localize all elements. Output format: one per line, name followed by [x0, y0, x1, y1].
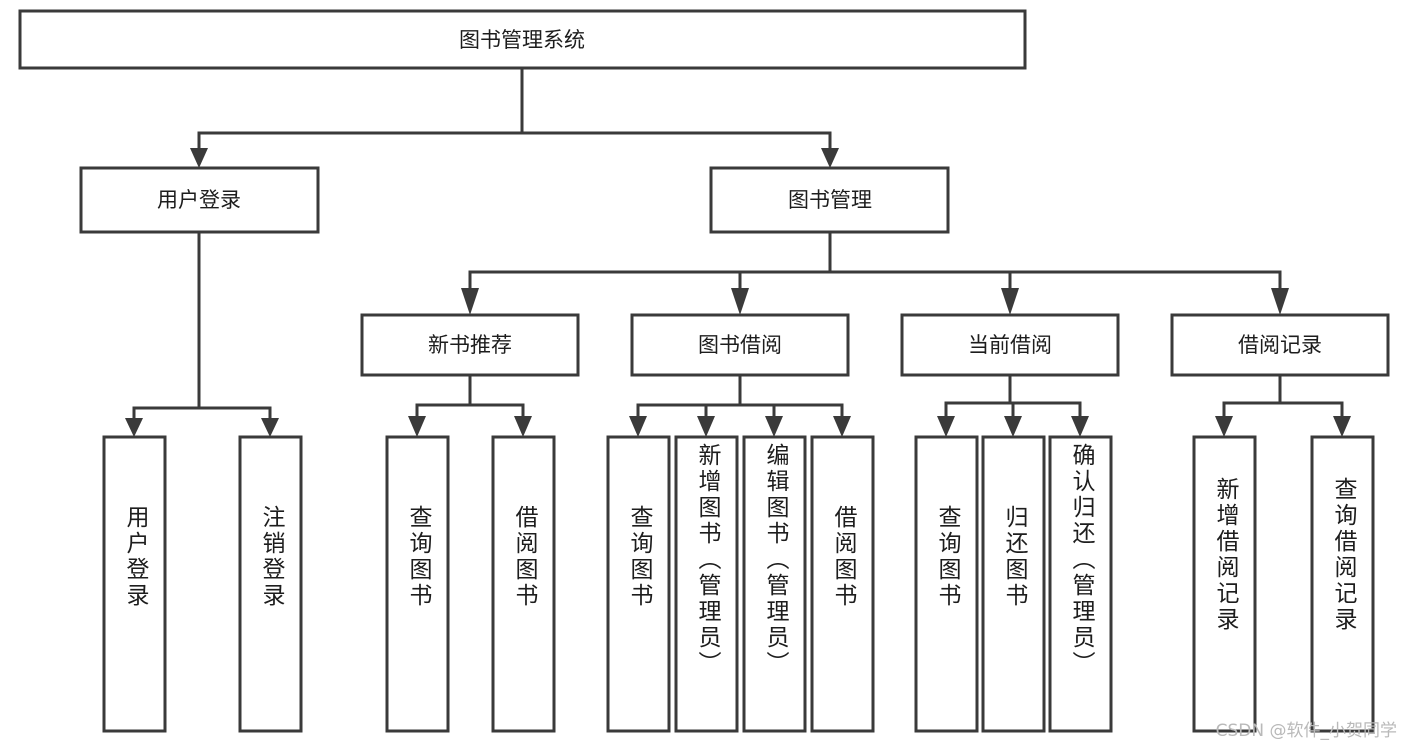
leaf-box-add-book[interactable]: [674, 435, 739, 733]
arrow-head-icon: [821, 148, 839, 168]
arrow-head-icon: [765, 416, 783, 437]
arrow-head-icon: [1215, 416, 1233, 437]
node-current-borrow[interactable]: 当前借阅: [900, 313, 1120, 377]
arrow-head-icon: [1271, 288, 1289, 315]
node-book-management-label: 图书管理: [788, 188, 872, 212]
node-user-login-label: 用户登录: [157, 188, 241, 212]
arrow-head-icon: [514, 416, 532, 437]
arrow-head-icon: [937, 416, 955, 437]
node-borrow-records[interactable]: 借阅记录: [1170, 313, 1390, 377]
arrow-head-icon: [697, 416, 715, 437]
leaf-box-borrow-book[interactable]: [810, 435, 875, 733]
leaf-box-query-book-recommend[interactable]: [385, 435, 450, 733]
arrow-head-icon: [629, 416, 647, 437]
arrow-head-icon: [1004, 416, 1022, 437]
arrow-head-icon: [190, 148, 208, 168]
node-book-management[interactable]: 图书管理: [709, 166, 950, 234]
leaf-box-logout[interactable]: [238, 435, 303, 733]
leaf-box-add-record[interactable]: [1192, 435, 1257, 733]
leaf-box-query-record[interactable]: [1310, 435, 1375, 733]
node-book-borrow-label: 图书借阅: [698, 333, 782, 357]
node-root[interactable]: 图书管理系统: [18, 9, 1027, 70]
node-root-label: 图书管理系统: [459, 28, 585, 52]
leaf-box-confirm-return[interactable]: [1048, 435, 1113, 733]
leaf-box-borrow-book-recommend[interactable]: [491, 435, 556, 733]
node-book-borrow[interactable]: 图书借阅: [630, 313, 850, 377]
arrow-head-icon: [1333, 416, 1351, 437]
node-borrow-records-label: 借阅记录: [1238, 333, 1322, 357]
leaf-box-query-book-borrow[interactable]: [606, 435, 671, 733]
leaf-box-user-login[interactable]: [102, 435, 167, 733]
arrow-head-icon: [408, 416, 426, 437]
arrow-head-icon: [461, 288, 479, 315]
leaf-box-return-book[interactable]: [981, 435, 1046, 733]
arrow-head-icon: [1001, 288, 1019, 315]
leaf-box-query-book-current[interactable]: [914, 435, 979, 733]
csdn-watermark: CSDN @软件_小贺同学: [1215, 721, 1397, 741]
arrow-head-icon: [125, 418, 143, 437]
arrow-head-icon: [731, 288, 749, 315]
arrow-head-icon: [261, 418, 279, 437]
node-current-borrow-label: 当前借阅: [968, 333, 1052, 357]
node-user-login[interactable]: 用户登录: [79, 166, 320, 234]
arrow-head-icon: [833, 416, 851, 437]
leaf-box-edit-book[interactable]: [742, 435, 807, 733]
node-new-book-recommend-label: 新书推荐: [428, 333, 512, 357]
arrow-head-icon: [1071, 416, 1089, 437]
node-new-book-recommend[interactable]: 新书推荐: [360, 313, 580, 377]
